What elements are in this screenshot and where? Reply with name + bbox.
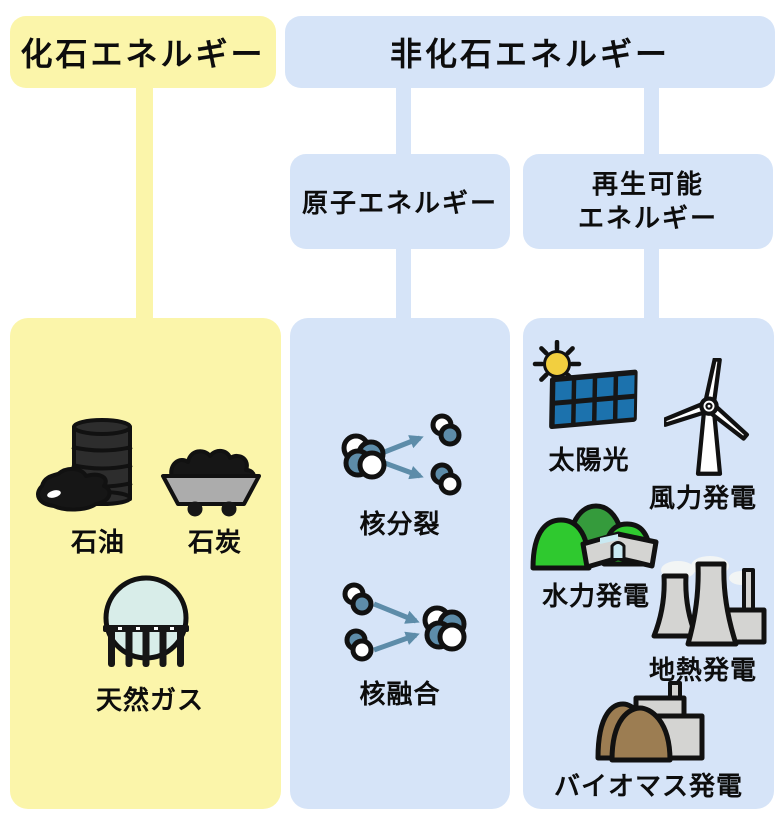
coal-minecart-icon [161,449,261,517]
small-atom-top [430,413,462,447]
atoms-merging-icon [342,582,467,662]
fossil-energy-label: 化石エネルギー [20,36,266,72]
large-atom [341,433,387,480]
dam-water [600,534,618,544]
oil-label: 石油 [70,527,125,557]
hydro-label: 水力発電 [541,581,650,611]
fossil-energy-header: 化石エネルギー [10,16,276,88]
renewable-energy-label-line1: 再生可能 [591,169,704,200]
nuclear-energy-subheader: 原子エネルギー [290,154,510,249]
renewable-energy-subheader: 再生可能 エネルギー [523,154,773,249]
geothermal-label: 地熱発電 [648,655,757,685]
sun-and-solar-panel-icon [532,340,638,430]
biomass-label: バイオマス発電 [553,771,743,801]
fusion-arrow-top [373,601,420,624]
atom-splitting-icon [341,413,462,496]
cooling-tower-right [685,561,739,647]
solar-panel [549,369,638,430]
sun [543,350,571,378]
solar-label: 太陽光 [548,445,630,475]
cooling-tower-left [651,573,699,639]
coal-lumps [169,449,256,482]
nuclear-connector-top [396,80,411,156]
mountains-and-dam-icon [530,503,659,571]
nuclear-connector-bottom [396,247,411,319]
nuclear-energy-panel: 核分裂 核融合 [290,318,510,809]
wood-pile-front [609,705,673,763]
oil-spill-puddle [36,467,112,512]
small-atom-top-left [342,582,374,616]
nonfossil-energy-header: 非化石エネルギー [285,16,775,88]
fission-arrow-down [381,459,424,480]
fission-label: 核分裂 [359,509,441,539]
renewable-connector-top [644,80,659,156]
natural-gas-label: 天然ガス [95,685,204,715]
fission-arrow-up [381,435,424,456]
small-atom-bottom-left [344,628,374,662]
turbine-tower [695,409,723,476]
spherical-gas-tank-icon [103,575,189,667]
oil-barrel-and-spill-icon [36,418,133,512]
renewable-energy-panel: 太陽光 風力発電 水力発電 [523,318,774,809]
fossil-connector-line [136,80,153,318]
small-atom-bottom [430,462,462,496]
fusion-arrow-bottom [373,631,420,653]
cooling-towers-plant-icon [651,556,767,647]
minecart-body [161,474,261,506]
renewable-energy-label-line2: エネルギー [577,202,718,233]
nuclear-energy-label: 原子エネルギー [301,188,498,218]
merged-atom [422,605,467,652]
wind-turbine-icon [664,358,749,476]
plant-chimney [742,568,755,616]
dam-gate [610,541,626,558]
fossil-energy-panel: 石油 石炭 天然ガス [10,318,281,809]
wind-label: 風力発電 [648,483,757,513]
coal-label: 石炭 [187,527,242,557]
wood-piles-and-plant-icon [595,681,705,763]
gas-tank-band [103,625,189,632]
fusion-label: 核融合 [359,679,441,709]
renewable-connector-bottom [644,247,659,319]
nonfossil-energy-label: 非化石エネルギー [389,36,670,72]
